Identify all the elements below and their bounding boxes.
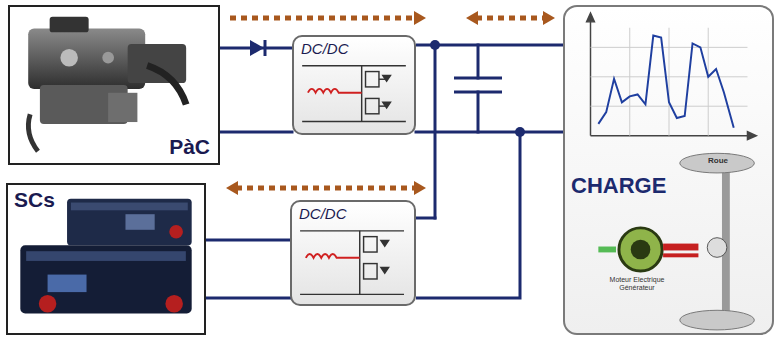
fuel-cell-box: PàC — [8, 5, 220, 165]
power-connector — [416, 132, 563, 298]
converter-box: DC/DC — [290, 200, 416, 306]
part-label: Roue — [699, 156, 737, 165]
part-label: Moteur Electrique Générateur — [604, 276, 670, 292]
load-box: CHARGE — [563, 5, 774, 335]
junction-dot — [430, 40, 440, 50]
junction-dot — [515, 127, 525, 137]
box-label: DC/DC — [301, 40, 349, 57]
power-connector — [416, 11, 563, 45]
box-label: PàC — [169, 135, 210, 159]
illustration — [565, 7, 772, 333]
supercap-box: SCs — [6, 183, 206, 335]
converter-box: DC/DC — [292, 35, 416, 135]
box-label: DC/DC — [299, 205, 347, 222]
box-label: SCs — [14, 188, 55, 212]
box-label: CHARGE — [571, 173, 666, 199]
diode-symbol — [250, 40, 265, 56]
capacitor-symbol — [454, 78, 502, 92]
